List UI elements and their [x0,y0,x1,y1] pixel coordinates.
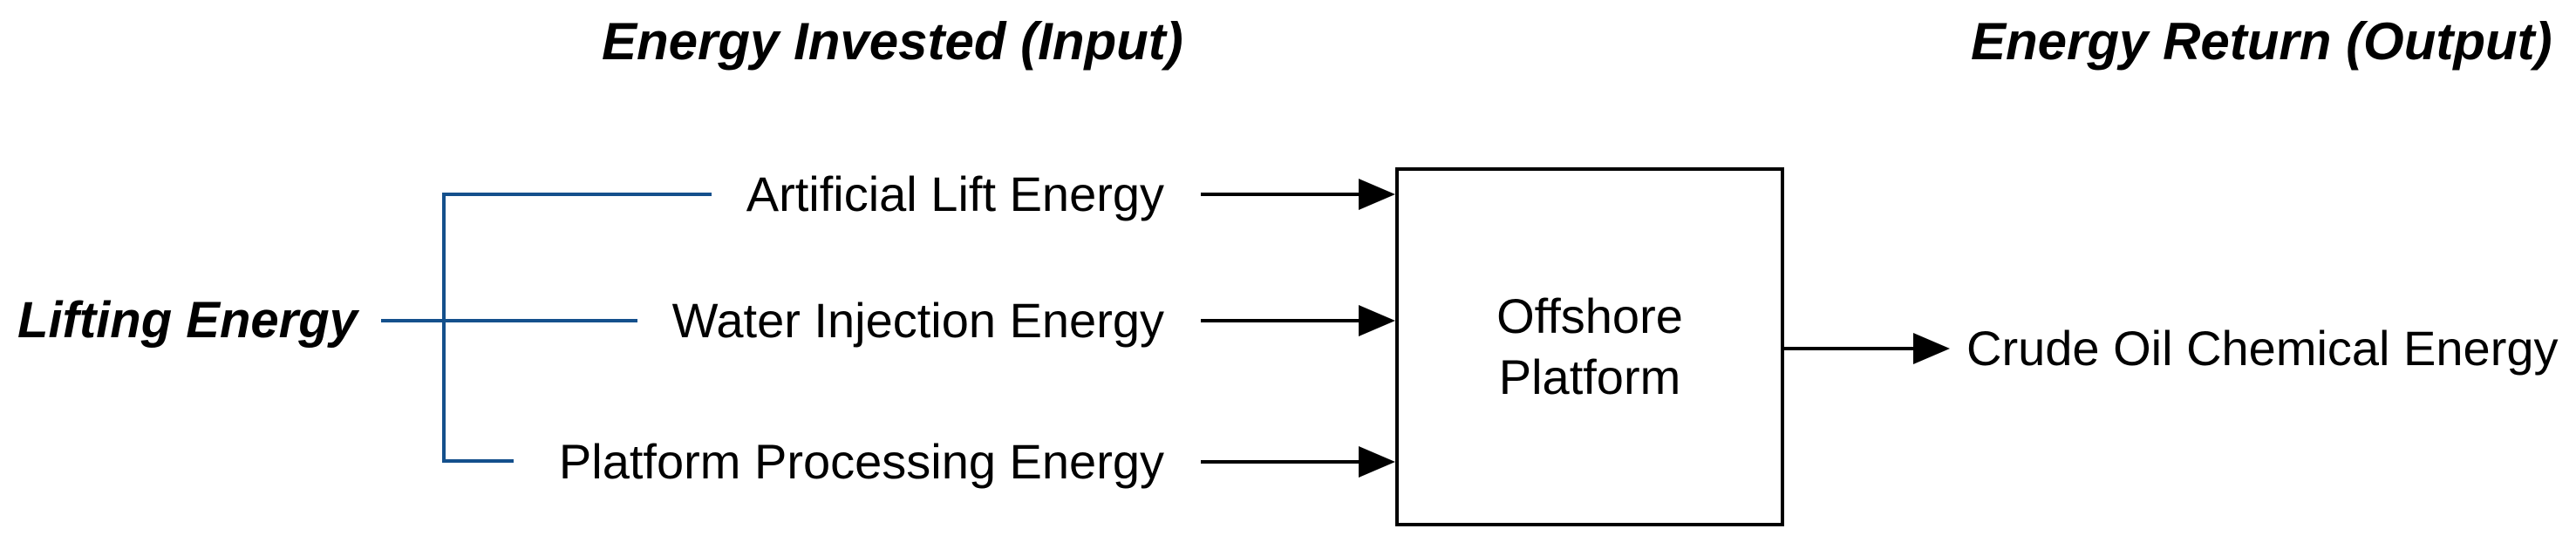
offshore-platform-box-label: Offshore Platform [1496,288,1683,404]
arrow-platform-processing [1201,446,1395,478]
input-label-water-injection: Water Injection Energy [671,293,1164,348]
arrow-artificial-lift-head [1359,179,1395,210]
input-label-platform-processing: Platform Processing Energy [558,434,1164,489]
arrow-water-injection-head [1359,305,1395,336]
bracket-branch-path [442,193,712,463]
energy-return-header: Energy Return (Output) [1971,12,2552,71]
arrow-artificial-lift [1201,179,1395,210]
lifting-energy-bracket [381,193,712,463]
crude-oil-output-label: Crude Oil Chemical Energy [1966,321,2559,376]
lifting-energy-label: Lifting Energy [17,292,358,349]
energy-invested-header: Energy Invested (Input) [602,12,1183,71]
arrow-water-injection [1201,305,1395,336]
arrow-crude-oil-output-head [1913,333,1950,364]
arrow-crude-oil-output [1784,333,1950,364]
arrow-platform-processing-head [1359,446,1395,478]
offshore-platform-box: Offshore Platform [1395,167,1784,526]
input-label-artificial-lift: Artificial Lift Energy [746,166,1164,221]
